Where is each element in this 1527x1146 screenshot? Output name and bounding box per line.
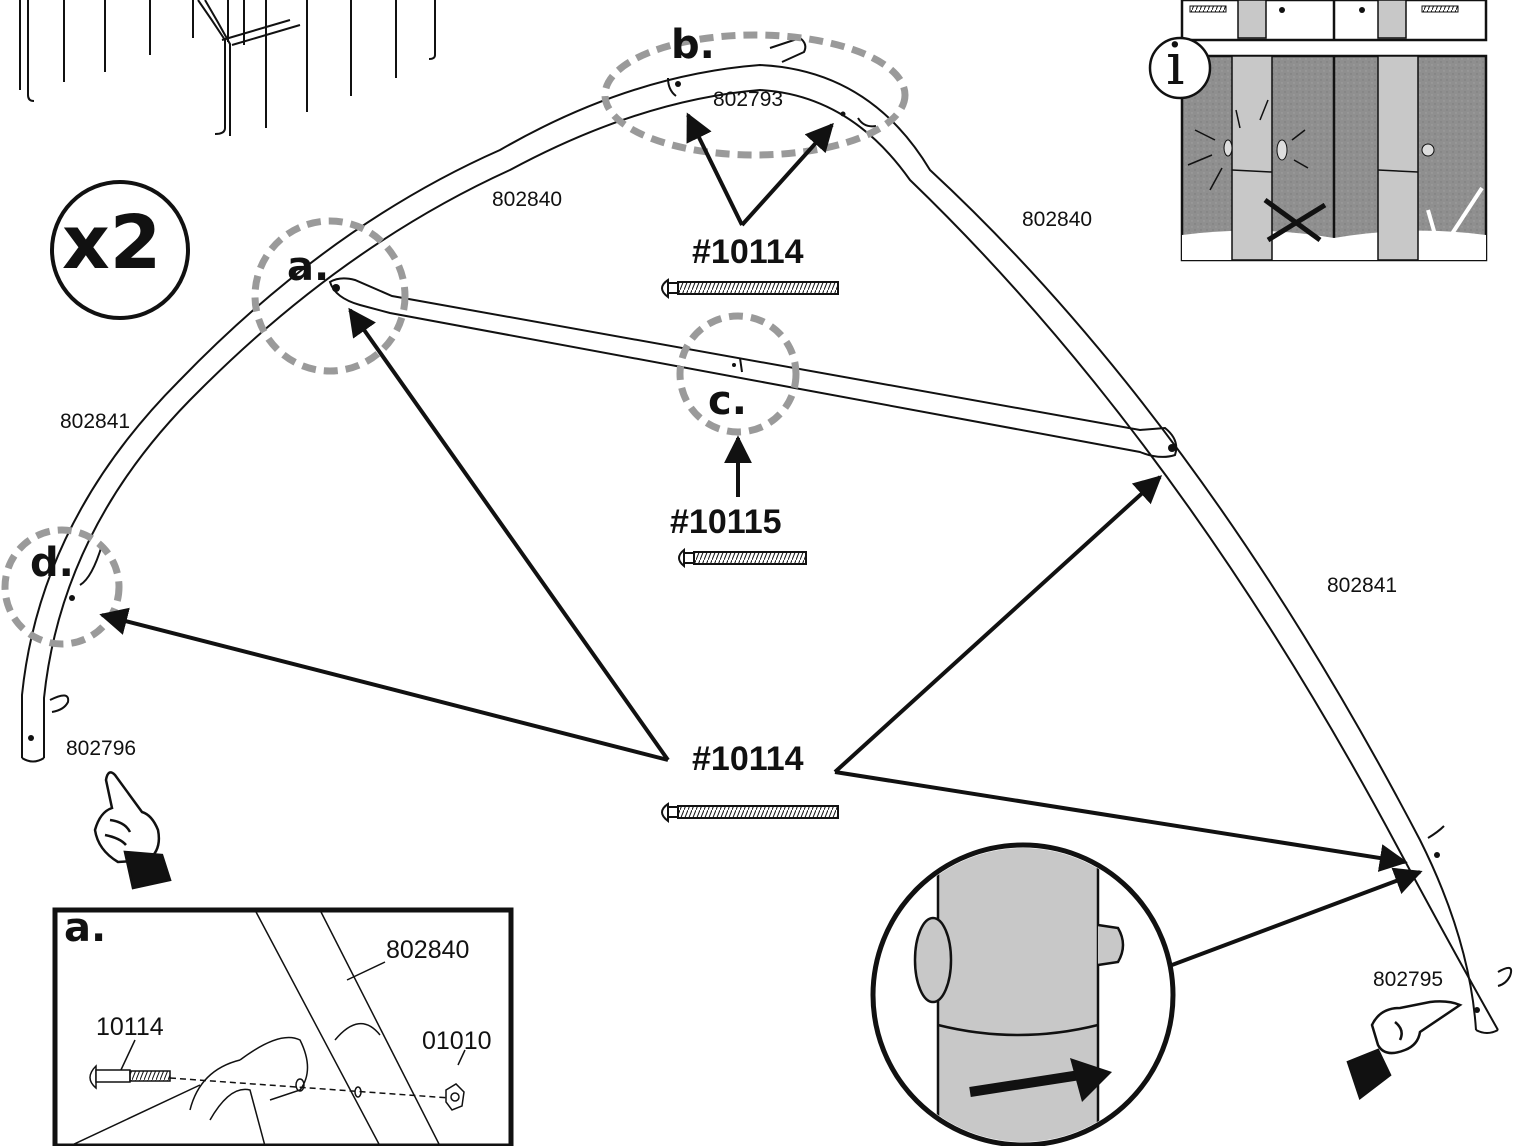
pointer-arrows [99, 112, 1423, 967]
arrow-to-b-left [686, 112, 744, 226]
inset-a-nut: 01010 [422, 1027, 492, 1055]
pointing-hand-icon [93, 771, 172, 890]
arrow-to-b-right [740, 122, 834, 227]
frame-overview [19, 0, 436, 136]
marker-d: d. [30, 540, 74, 586]
bolt-icon [678, 547, 807, 569]
arrow-to-a [348, 307, 670, 762]
marker-a: a. [287, 244, 330, 290]
bolt-icon [661, 802, 839, 824]
part-lower-right: 802841 [1327, 574, 1398, 597]
arrow-from-magnifier [1171, 867, 1423, 967]
part-foot-right: 802795 [1373, 968, 1444, 991]
info-symbol: i [1166, 30, 1185, 98]
pointing-hand-icon [1346, 1000, 1463, 1101]
detail-circle-d [1, 526, 123, 648]
info-icon [1148, 36, 1212, 100]
detail-circle-c [676, 312, 800, 436]
arrow-to-right-joint [834, 770, 1408, 872]
bolt-callout-bottom: #10114 [692, 740, 804, 778]
inset-a-tube: 802840 [386, 936, 470, 964]
detail-circle-a [251, 217, 409, 375]
bolt-icon [89, 1064, 171, 1090]
part-upper-left: 802840 [492, 188, 563, 211]
marker-c: c. [708, 378, 747, 424]
part-top-center: 802793 [713, 88, 784, 111]
bolt-icon [661, 278, 839, 300]
part-lower-left: 802841 [60, 410, 131, 433]
detail-circle-b [601, 31, 909, 159]
crossbar [328, 277, 1178, 458]
part-upper-right: 802840 [1022, 208, 1093, 231]
orientation-inset [1148, 0, 1488, 262]
nut-icon [445, 1083, 465, 1111]
quantity-badge [50, 180, 190, 320]
bolt-callout-center: #10115 [670, 503, 782, 541]
arrow-to-d [99, 607, 669, 762]
marker-b: b. [671, 22, 715, 68]
magnifier-detail [870, 842, 1176, 1146]
check-icon [1426, 186, 1484, 257]
inset-a-bolt: 10114 [96, 1013, 164, 1041]
cross-icon [1263, 197, 1327, 243]
part-foot-left: 802796 [66, 737, 137, 760]
arrow-to-crossbar-right [833, 475, 1163, 774]
detail-inset-a [52, 907, 514, 1146]
inset-a-marker: a. [64, 905, 107, 951]
quantity-label: x2 [62, 200, 162, 286]
bolt-callout-top: #10114 [692, 233, 804, 271]
